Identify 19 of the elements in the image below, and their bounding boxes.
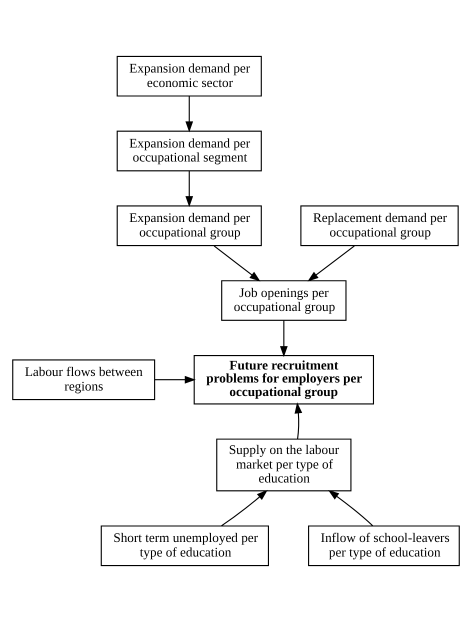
node-box: Future recruitment problems for employers per occupational group bbox=[194, 355, 374, 404]
arrow bbox=[294, 402, 302, 440]
node-box: Replacement demand per occupational group bbox=[300, 205, 459, 246]
arrow bbox=[221, 490, 268, 526]
arrow bbox=[154, 376, 196, 384]
node-box: Expansion demand per occupational group bbox=[116, 205, 262, 246]
arrow bbox=[214, 246, 260, 282]
node-box: Short term unemployed per type of education bbox=[100, 525, 269, 566]
node-box: Labour flows between regions bbox=[12, 359, 156, 400]
arrow bbox=[307, 246, 355, 282]
node-box: Expansion demand per economic sector bbox=[116, 56, 262, 97]
arrow bbox=[185, 96, 194, 132]
arrow bbox=[185, 171, 194, 208]
node-box: Expansion demand per occupational segment bbox=[116, 130, 262, 172]
node-box: Supply on the labour market per type of education bbox=[216, 438, 352, 492]
node-box: Job openings per occupational group bbox=[221, 280, 347, 321]
node-box: Inflow of school-leavers per type of education bbox=[308, 525, 460, 566]
arrow bbox=[280, 320, 288, 358]
arrow bbox=[328, 490, 374, 526]
